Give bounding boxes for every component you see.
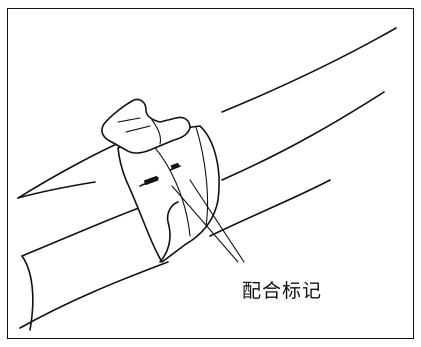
- mating-mark-pipe-fill: [170, 162, 180, 170]
- mating-mark-hose-fill: [143, 175, 159, 186]
- hose-left-end: [21, 255, 34, 331]
- diagram-frame: [7, 8, 414, 339]
- callout-leader-2: [189, 179, 245, 263]
- hose-bulge: [159, 201, 179, 263]
- clamp-band-edge-outer: [195, 126, 209, 227]
- callout-label: 配合标记: [242, 280, 323, 302]
- hose-upper-edge-left: [17, 181, 96, 199]
- callout-leader-1: [171, 185, 239, 263]
- hose-lower-edge: [19, 179, 331, 329]
- clamp-band: [117, 125, 220, 263]
- clamp-tab: [101, 98, 191, 154]
- clamp-tab-detail: [117, 117, 162, 145]
